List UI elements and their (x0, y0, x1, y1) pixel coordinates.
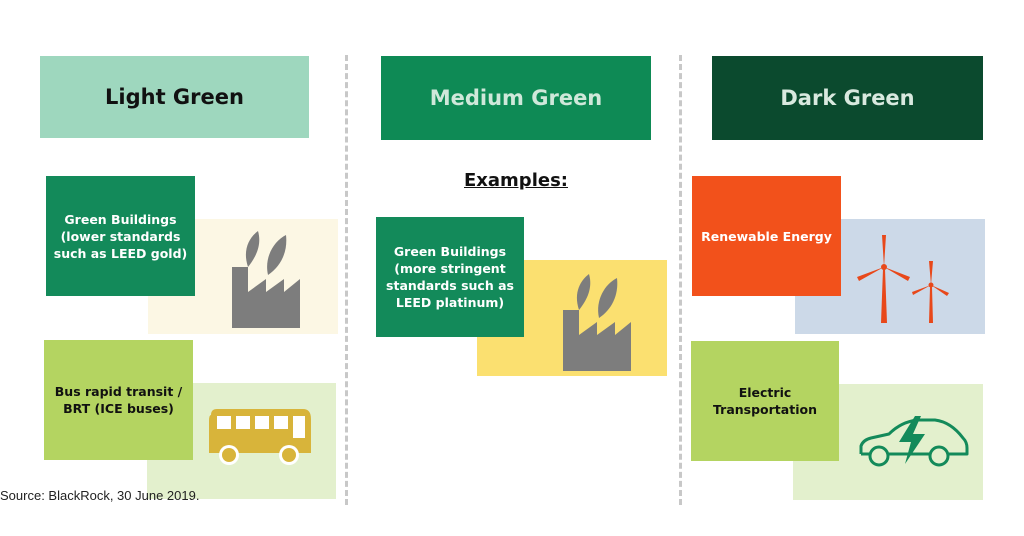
medium-green-title: Medium Green (429, 86, 603, 110)
light-green-header: Light Green (40, 56, 309, 138)
column-divider-right (679, 55, 682, 505)
dark-green-header: Dark Green (712, 56, 983, 140)
electric-car-icon (855, 414, 971, 470)
column-divider-left (345, 55, 348, 505)
light-building-label: Green Buildings (lower standards such as… (53, 211, 188, 261)
dark-renewable-label: Renewable Energy (701, 228, 832, 244)
light-building-label-box: Green Buildings (lower standards such as… (46, 176, 195, 296)
light-green-title: Light Green (105, 85, 244, 109)
factory-icon (559, 268, 635, 372)
factory-icon (228, 227, 304, 329)
dark-green-title: Dark Green (780, 86, 915, 110)
dark-electric-label-box: Electric Transportation (691, 341, 839, 461)
examples-heading: Examples: (464, 170, 568, 191)
source-note: Source: BlackRock, 30 June 2019. (0, 488, 200, 503)
light-bus-label-box: Bus rapid transit / BRT (ICE buses) (44, 340, 193, 460)
medium-green-header: Medium Green (381, 56, 651, 140)
medium-building-label: Green Buildings (more stringent standard… (386, 244, 514, 310)
dark-renewable-label-box: Renewable Energy (692, 176, 841, 296)
light-bus-label: Bus rapid transit / BRT (ICE buses) (54, 384, 183, 416)
wind-turbine-icon (855, 231, 955, 325)
bus-icon (207, 407, 313, 469)
medium-building-label-box: Green Buildings (more stringent standard… (376, 217, 524, 337)
dark-electric-label: Electric Transportation (713, 385, 817, 417)
